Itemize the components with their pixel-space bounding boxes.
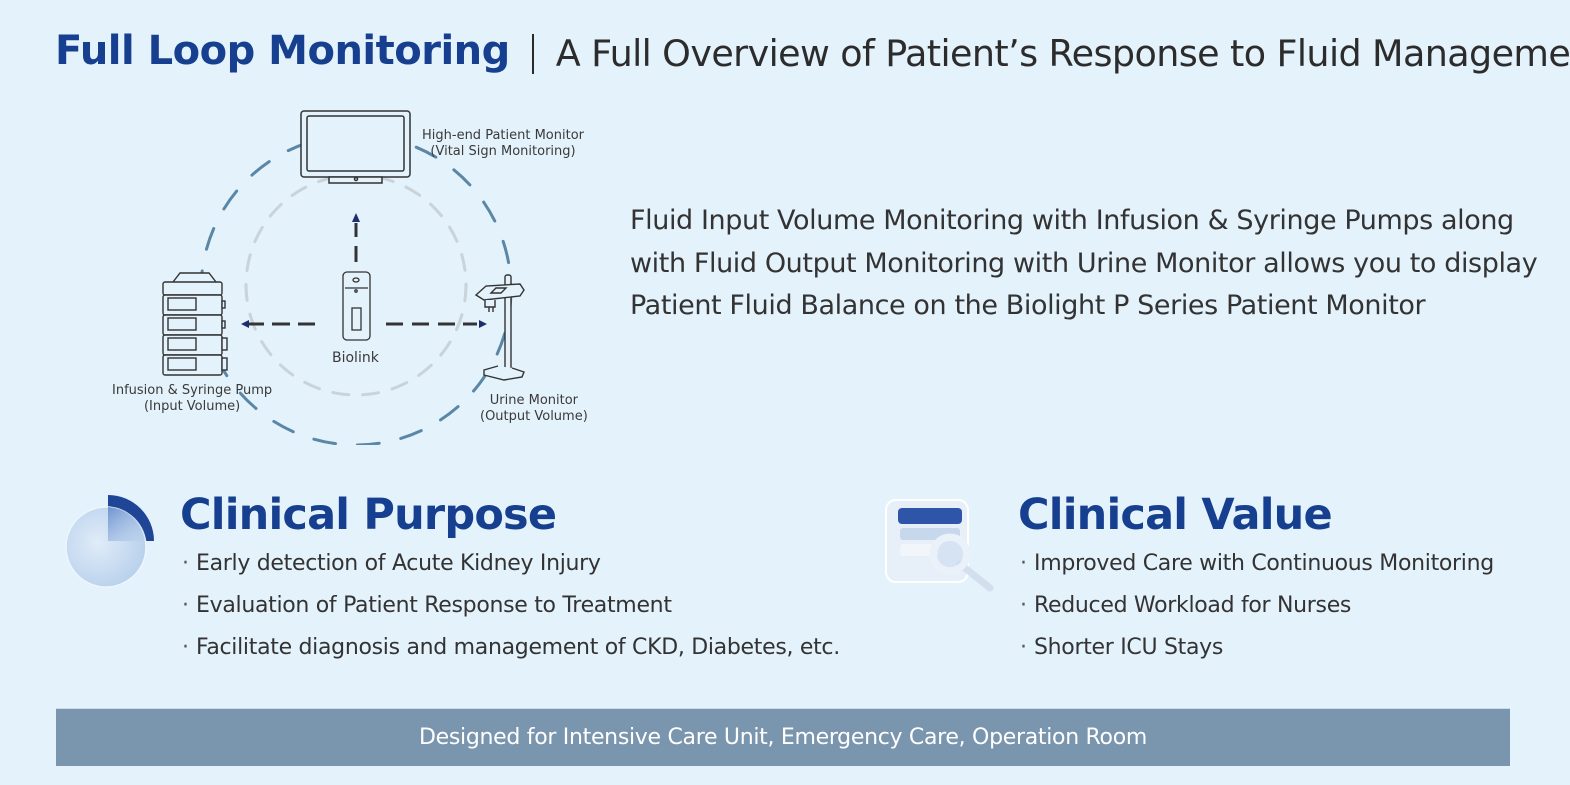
bullet: ·: [1020, 593, 1027, 618]
monitor-label-line2: (Vital Sign Monitoring): [430, 144, 576, 159]
full-loop-diagram: High-end Patient Monitor (Vital Sign Mon…: [100, 100, 600, 445]
urine-label-line2: (Output Volume): [480, 409, 588, 424]
list-item-text: Early detection of Acute Kidney Injury: [196, 551, 601, 576]
urine-label-line1: Urine Monitor: [489, 393, 579, 408]
arrow-head-right: [479, 320, 487, 328]
biolink-label: Biolink: [332, 350, 379, 366]
urine-label: Urine Monitor (Output Volume): [480, 393, 588, 425]
clinical-value-title: Clinical Value: [1018, 490, 1333, 540]
list-item-text: Reduced Workload for Nurses: [1034, 593, 1352, 618]
clinical-purpose-title: Clinical Purpose: [180, 490, 557, 540]
list-item: · Evaluation of Patient Response to Treat…: [182, 585, 840, 627]
infusion-pump-icon: [162, 272, 228, 376]
document-search-icon: [885, 499, 994, 592]
footer-banner: Designed for Intensive Care Unit, Emerge…: [56, 708, 1510, 766]
pump-label-line2: (Input Volume): [143, 399, 241, 414]
urine-monitor-icon: [474, 274, 525, 381]
list-item-text: Evaluation of Patient Response to Treatm…: [196, 593, 672, 618]
bullet: ·: [182, 593, 189, 618]
list-item: · Shorter ICU Stays: [1020, 627, 1494, 669]
patient-monitor-icon: [300, 110, 411, 184]
monitor-label: High-end Patient Monitor (Vital Sign Mon…: [422, 128, 584, 160]
list-item: · Facilitate diagnosis and management of …: [182, 627, 840, 669]
bullet: ·: [182, 635, 189, 660]
biolink-hub-icon: [342, 271, 371, 341]
clinical-purpose-list: ·Early detection of Acute Kidney Injury …: [182, 543, 840, 669]
list-item-text: Improved Care with Continuous Monitoring: [1034, 551, 1494, 576]
header: Full Loop Monitoring A Full Overview of …: [55, 26, 1570, 76]
clinical-value-list: · Improved Care with Continuous Monitorin…: [1020, 543, 1494, 669]
pump-label: Infusion & Syringe Pump (Input Volume): [112, 383, 272, 415]
arrow-head-left: [241, 320, 249, 328]
arrow-head-up: [352, 213, 360, 222]
description-text: Fluid Input Volume Monitoring with Infus…: [630, 205, 1538, 321]
page-title: Full Loop Monitoring: [55, 27, 510, 74]
list-item-text: Facilitate diagnosis and management of C…: [196, 635, 840, 660]
list-item-text: Shorter ICU Stays: [1034, 635, 1224, 660]
bullet: ·: [1020, 551, 1027, 576]
pie-chart-icon: [65, 495, 154, 588]
bullet: ·: [182, 551, 189, 576]
page-subtitle: A Full Overview of Patient’s Response to…: [555, 32, 1570, 75]
bullet: ·: [1020, 635, 1027, 660]
footer-text: Designed for Intensive Care Unit, Emerge…: [419, 725, 1147, 750]
list-item: · Reduced Workload for Nurses: [1020, 585, 1494, 627]
pump-label-line1: Infusion & Syringe Pump: [112, 383, 273, 398]
monitor-label-line1: High-end Patient Monitor: [422, 128, 585, 143]
list-item: · Improved Care with Continuous Monitorin…: [1020, 543, 1494, 585]
diagram-graphic: [162, 110, 525, 445]
title-divider: [531, 33, 534, 74]
list-item: · Early detection of Acute Kidney Injury: [182, 543, 840, 585]
